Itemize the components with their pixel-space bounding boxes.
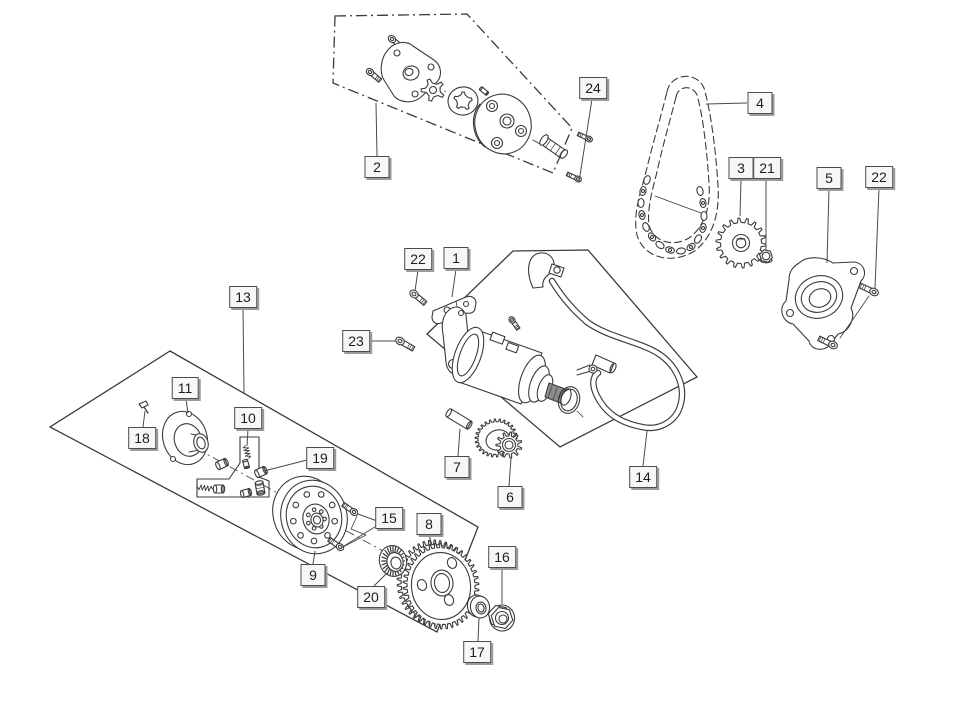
rotor-bolts [327, 501, 367, 552]
callout-leader-6 [508, 457, 512, 487]
callout-leader-19 [263, 459, 308, 472]
flange-nut [487, 604, 516, 632]
starter-motor [441, 306, 572, 406]
part-callout-5[interactable]: 5 [816, 167, 842, 189]
part-callout-15[interactable]: 15 [375, 507, 403, 529]
part-callout-21[interactable]: 21 [753, 157, 781, 179]
part-callout-16[interactable]: 16 [488, 546, 516, 568]
callout-leader-15 [343, 524, 379, 547]
part-callout-23[interactable]: 23 [342, 330, 370, 352]
part-callout-2[interactable]: 2 [364, 156, 390, 178]
callout-leader-11 [185, 398, 189, 414]
part-callout-10[interactable]: 10 [234, 407, 262, 429]
clutch-hub [161, 410, 209, 466]
callout-leader-2 [375, 102, 378, 157]
part-callout-9[interactable]: 9 [300, 564, 326, 586]
callout-leader-1 [451, 268, 457, 298]
motor-mount-bolt [395, 336, 416, 352]
part-callout-7[interactable]: 7 [444, 456, 470, 478]
flywheel-group-boundary [48, 350, 479, 633]
callout-leader-10 [246, 428, 249, 447]
part-callout-18[interactable]: 18 [128, 427, 156, 449]
callout-leader-24 [578, 98, 593, 183]
starter-idle-gear [474, 418, 523, 459]
oil-pump-assembly [365, 34, 593, 183]
part-callout-13[interactable]: 13 [229, 286, 257, 308]
flywheel-rotor [272, 475, 348, 555]
part-callout-3[interactable]: 3 [728, 157, 754, 179]
callout-leader-18 [142, 410, 146, 428]
starter-driven-gear [396, 539, 480, 630]
starter-cable [528, 252, 686, 432]
callout-leader-15 [357, 513, 378, 522]
callout-leader-17 [477, 617, 480, 642]
oil-pump-group-boundary [332, 13, 573, 174]
callout-leader-14 [642, 430, 648, 467]
bracket-bolt [409, 289, 428, 306]
part-callout-20[interactable]: 20 [357, 586, 385, 608]
part-callout-17[interactable]: 17 [463, 641, 491, 663]
part-callout-1[interactable]: 1 [443, 247, 469, 269]
callout-leader-22 [414, 269, 419, 292]
part-callout-11[interactable]: 11 [171, 377, 199, 399]
callout-leader-9 [312, 550, 316, 565]
callout-leader-20 [373, 572, 388, 587]
part-callout-22[interactable]: 22 [865, 166, 893, 188]
cam-chain [635, 75, 719, 259]
part-callout-8[interactable]: 8 [416, 513, 442, 535]
dowel-pin [138, 400, 149, 414]
thrust-washer [466, 594, 491, 619]
callout-leader-4 [705, 102, 748, 105]
part-callout-6[interactable]: 6 [497, 486, 523, 508]
part-callout-22[interactable]: 22 [404, 248, 432, 270]
part-callout-4[interactable]: 4 [747, 92, 773, 114]
one-way-bearing [378, 545, 408, 577]
callout-leader-8 [428, 534, 433, 546]
clutch-roller-set [196, 436, 270, 498]
idler-pin [445, 408, 473, 430]
callout-leader-7 [457, 428, 461, 457]
part-callout-19[interactable]: 19 [306, 447, 334, 469]
sprocket-nut [759, 249, 773, 264]
part-callout-24[interactable]: 24 [579, 77, 607, 99]
shaft-o-ring [557, 386, 584, 418]
pump-cover-plate [781, 257, 870, 350]
callout-leader-3 [739, 178, 742, 217]
part-callout-14[interactable]: 14 [629, 466, 657, 488]
callout-leader-13 [242, 307, 245, 394]
callout-leader-5 [826, 188, 830, 264]
cover-bolts [817, 282, 879, 350]
callout-leader-22 [874, 187, 880, 289]
cam-sprocket [715, 217, 767, 269]
